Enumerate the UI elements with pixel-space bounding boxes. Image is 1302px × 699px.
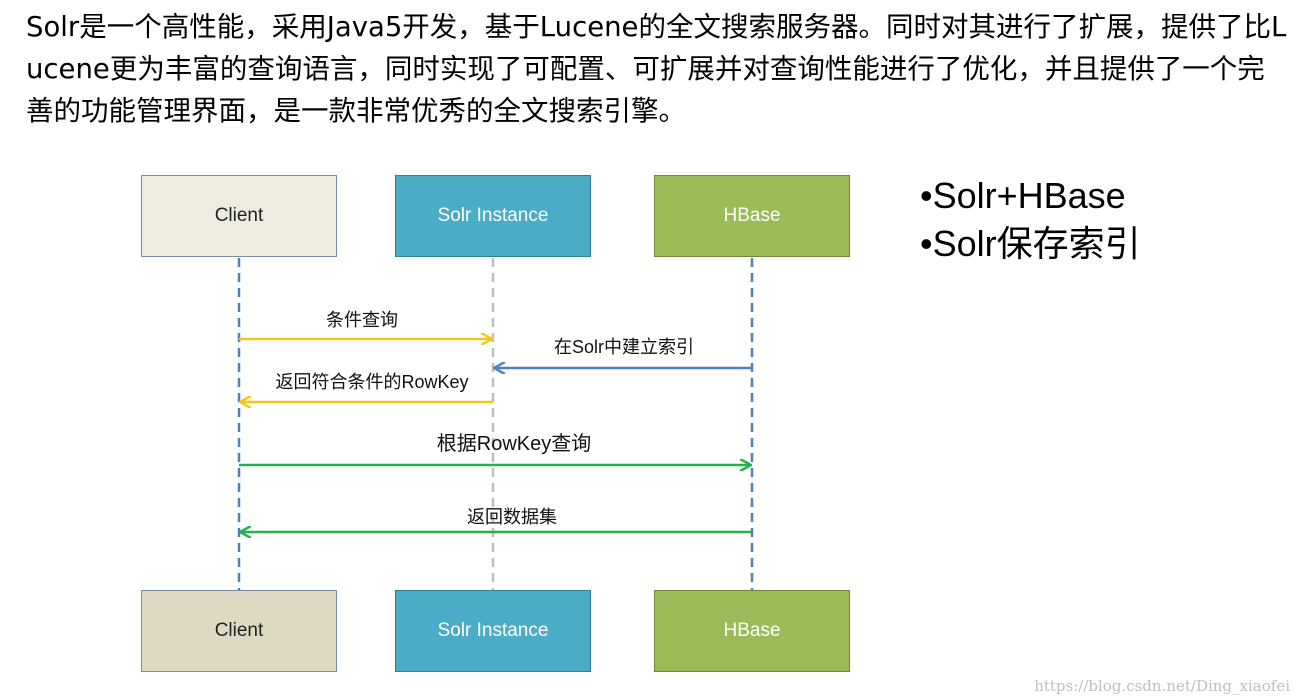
intro-paragraph: Solr是一个高性能，采用Java5开发，基于Lucene的全文搜索服务器。同时… [26, 11, 1287, 127]
watermark: https://blog.csdn.net/Ding_xiaofei [1034, 677, 1290, 695]
client-box-bottom: Client [141, 590, 337, 672]
solr-instance-box-bottom: Solr Instance [395, 590, 591, 672]
message-label-return-dataset: 返回数据集 [467, 507, 557, 527]
message-label-build-index: 在Solr中建立索引 [553, 337, 695, 357]
message-label-condition-query: 条件查询 [326, 310, 398, 330]
bullet-list: •Solr+HBase •Solr保存索引 [920, 172, 1141, 268]
hbase-box-top: HBase [654, 175, 850, 257]
message-label-rowkey-query: 根据RowKey查询 [436, 433, 592, 455]
client-box-top: Client [141, 175, 337, 257]
solr-instance-box-top: Solr Instance [395, 175, 591, 257]
message-label-return-rowkey: 返回符合条件的RowKey [275, 372, 469, 392]
bullet-solr-hbase: •Solr+HBase [920, 175, 1126, 216]
hbase-box-bottom: HBase [654, 590, 850, 672]
bullet-solr-index: •Solr保存索引 [920, 223, 1141, 264]
